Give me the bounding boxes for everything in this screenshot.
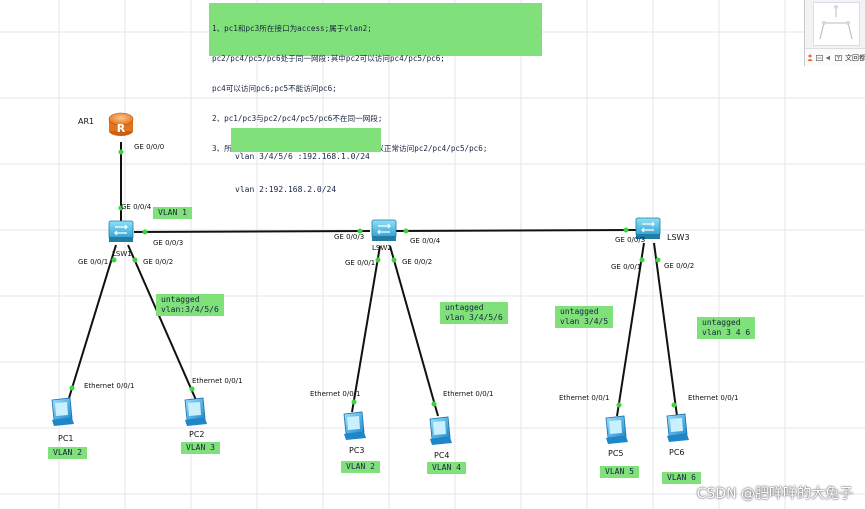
pc-icon[interactable] (52, 398, 74, 426)
link-lsw1-pc1[interactable] (69, 245, 116, 398)
port-label: GE 0/0/0 (134, 143, 164, 151)
pc-icon[interactable] (185, 398, 207, 426)
requirement-line: pc2/pc4/pc5/pc6处于同一网段:其中pc2可以访问pc4/pc5/p… (212, 54, 539, 64)
requirement-line: pc4可以访问pc6;pc5不能访问pc6; (212, 84, 539, 94)
port-dot (376, 258, 381, 263)
pc-vlan-tag: VLAN 3 (181, 442, 220, 454)
video-thumbnail[interactable]: 文回都 (804, 0, 865, 66)
port-label: GE 0/0/1 (611, 263, 641, 271)
device-label-pc4: PC4 (434, 451, 450, 460)
pc-vlan-tag: VLAN 2 (48, 447, 87, 459)
device-label-lsw3: LSW3 (667, 233, 690, 242)
thumbnail-toolbar: 文回都 (805, 48, 865, 66)
device-label-ar1: AR1 (78, 117, 94, 126)
port-label: Ethernet 0/0/1 (688, 394, 738, 402)
port-dot (133, 258, 138, 263)
remove-icon[interactable] (816, 54, 823, 62)
port-label: GE 0/0/4 (121, 203, 151, 211)
pc-vlan-tag: VLAN 6 (662, 472, 701, 484)
port-dot (672, 403, 677, 408)
port-label: GE 0/0/1 (345, 259, 375, 267)
port-dot (432, 402, 437, 407)
port-label: GE 0/0/1 (78, 258, 108, 266)
link-lsw2-lsw3[interactable] (396, 230, 636, 231)
port-label: Ethernet 0/0/1 (559, 394, 609, 402)
switch-icon[interactable] (109, 221, 133, 242)
link-lsw2-pc4[interactable] (390, 246, 438, 416)
requirement-line: 1、pc1和pc3所在接口为access;属于vlan2; (212, 24, 539, 34)
text-icon[interactable] (835, 54, 842, 62)
device-label-pc6: PC6 (669, 448, 685, 457)
port-label: Ethernet 0/0/1 (310, 390, 360, 398)
pc-vlan-tag: VLAN 2 (341, 461, 380, 473)
device-label-pc1: PC1 (58, 434, 74, 443)
port-dot (392, 258, 397, 263)
subnet-line: vlan 2:192.168.2.0/24 (235, 184, 377, 195)
subnet-line: vlan 3/4/5/6 :192.168.1.0/24 (235, 151, 377, 162)
port-dot (624, 228, 629, 233)
mini-topology-icon (814, 3, 859, 45)
port-dot (112, 258, 117, 263)
port-label: GE 0/0/2 (402, 258, 432, 266)
port-dot (70, 386, 75, 391)
port-label: GE 0/0/3 (615, 236, 645, 244)
pc-icon[interactable] (606, 416, 628, 444)
user-icon[interactable] (807, 53, 813, 62)
link-lsw1-pc2[interactable] (128, 245, 196, 400)
port-dot (656, 258, 661, 263)
port-label: GE 0/0/2 (143, 258, 173, 266)
port-label: Ethernet 0/0/1 (84, 382, 134, 390)
port-dot (190, 387, 195, 392)
audio-icon[interactable] (826, 54, 832, 62)
thumbnail-preview (813, 2, 860, 46)
port-label: GE 0/0/2 (664, 262, 694, 270)
device-label-lsw2: LSW2 (372, 244, 392, 252)
device-label-pc5: PC5 (608, 449, 624, 458)
device-label-pc2: PC2 (189, 430, 205, 439)
pc-vlan-tag: VLAN 5 (600, 466, 639, 478)
svg-text:R: R (117, 122, 126, 135)
vlan-tag: VLAN 1 (153, 207, 192, 219)
subnet-note: vlan 3/4/5/6 :192.168.1.0/24 vlan 2:192.… (231, 128, 381, 152)
switch-icon[interactable] (372, 220, 396, 241)
port-dot (640, 258, 645, 263)
link-lsw2-pc3[interactable] (352, 246, 380, 412)
router-icon[interactable]: R (109, 113, 133, 136)
port-label: GE 0/0/3 (334, 233, 364, 241)
port-label: Ethernet 0/0/1 (443, 390, 493, 398)
port-label: Ethernet 0/0/1 (192, 377, 242, 385)
requirements-note: 1、pc1和pc3所在接口为access;属于vlan2; pc2/pc4/pc… (209, 3, 542, 56)
pc-icon[interactable] (344, 412, 366, 440)
requirement-line: 2、pc1/pc3与pc2/pc4/pc5/pc6不在同一网段; (212, 114, 539, 124)
port-dot (119, 150, 124, 155)
pc-icon[interactable] (430, 417, 452, 445)
device-label-lsw1: LSW1 (112, 250, 132, 258)
port-label: GE 0/0/4 (410, 237, 440, 245)
thumbnail-label: 文回都 (845, 53, 865, 63)
port-label: GE 0/0/3 (153, 239, 183, 247)
trunk-tag: untagged vlan 3/4/5 (555, 306, 613, 328)
port-dot (404, 229, 409, 234)
port-dot (617, 403, 622, 408)
trunk-tag: untagged vlan:3/4/5/6 (156, 294, 224, 316)
watermark: CSDN @肥咩咩的大兔子 (697, 483, 853, 503)
pc-vlan-tag: VLAN 4 (427, 462, 466, 474)
port-dot (143, 230, 148, 235)
link-lsw1-lsw2[interactable] (134, 231, 370, 232)
device-label-pc3: PC3 (349, 446, 365, 455)
trunk-tag: untagged vlan 3/4/5/6 (440, 302, 508, 324)
trunk-tag: untagged vlan 3 4 6 (697, 317, 755, 339)
port-dot (352, 400, 357, 405)
pc-icon[interactable] (667, 414, 689, 442)
